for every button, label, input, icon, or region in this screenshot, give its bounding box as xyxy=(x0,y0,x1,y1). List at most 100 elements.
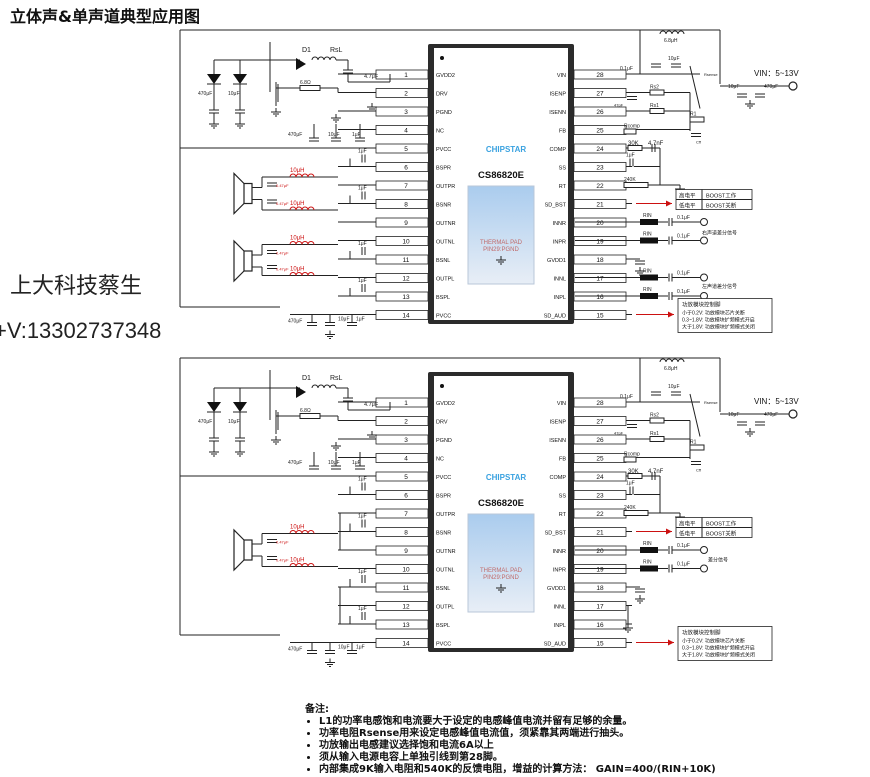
label: RsL xyxy=(330,375,343,382)
input-terminal xyxy=(700,273,708,282)
arrow-icon xyxy=(666,200,672,207)
chip-part-number: CS86820E xyxy=(478,170,524,181)
pin-box xyxy=(375,545,429,556)
watermark-name: 上大科技蔡生 xyxy=(10,274,143,299)
label: Rs2 xyxy=(650,413,659,419)
label: Rsense xyxy=(704,400,718,405)
pin-number: 14 xyxy=(402,641,410,648)
resistor xyxy=(640,274,658,281)
label: 0.1μF xyxy=(677,271,690,277)
pin-box xyxy=(375,143,429,154)
input-label: 右声道差分信号 xyxy=(702,230,737,237)
inductor xyxy=(289,206,315,211)
resistor xyxy=(640,565,658,572)
label: RIN xyxy=(643,232,652,238)
pin-number: 3 xyxy=(404,109,408,116)
vin-terminal xyxy=(788,81,798,91)
wire xyxy=(689,393,701,437)
pin-number: 17 xyxy=(596,276,604,283)
label: 30K xyxy=(628,469,639,475)
pin-number: 23 xyxy=(596,493,604,500)
inductor xyxy=(289,530,315,534)
pin-name: INPR xyxy=(553,240,566,246)
resistor xyxy=(299,85,321,91)
label: 1μF xyxy=(626,481,635,487)
pin-number: 21 xyxy=(596,530,604,537)
pin-box xyxy=(375,397,429,408)
resistor xyxy=(649,89,665,96)
pin-name: OUTPR xyxy=(436,184,455,190)
sd-aud-line: 0.3~1.8V: 功放模块扩频模式开启 xyxy=(682,317,755,324)
pin-name: RT xyxy=(559,184,567,190)
pin-number: 25 xyxy=(596,128,604,135)
label: 10μH xyxy=(290,525,304,531)
pin-number: 8 xyxy=(404,202,408,209)
pin-number: 15 xyxy=(596,313,604,320)
input-terminal xyxy=(700,218,708,226)
label: 240K xyxy=(624,505,636,511)
pin-name: BSNL xyxy=(436,586,450,592)
pin-number: 1 xyxy=(404,72,408,79)
label: 10μF xyxy=(668,56,680,62)
resistor xyxy=(649,436,665,442)
pin-number: 13 xyxy=(402,622,410,629)
label: 10μF xyxy=(328,460,340,466)
label: 10μH xyxy=(290,168,304,174)
speaker-icon xyxy=(243,182,253,205)
pin-name: COMP xyxy=(550,475,567,481)
pin-name: PVCC xyxy=(436,314,451,320)
inductor xyxy=(289,272,315,276)
resistor xyxy=(640,547,658,553)
input-terminal xyxy=(700,564,708,573)
note-item: 须从输入电源电容上单独引线到第28脚。 xyxy=(319,752,716,764)
pin-name: PVCC xyxy=(436,642,451,648)
label: RIN xyxy=(643,287,652,293)
label: 1μF xyxy=(358,514,367,520)
label: 0.1μF xyxy=(677,289,690,295)
thermal-pad xyxy=(467,185,535,285)
label: 10μH xyxy=(290,201,304,207)
sd-aud-line: 大于1.8V: 功放模块扩频模式关闭 xyxy=(682,324,755,331)
notes-list: L1的功率电感饱和电流要大于设定的电感峰值电流并留有足够的余量。 功率电阻Rse… xyxy=(305,716,716,776)
label: 1μF xyxy=(626,153,635,159)
pin-name: INNL xyxy=(553,277,566,283)
pin-number: 17 xyxy=(596,604,604,611)
resistor xyxy=(627,473,643,479)
sd-aud-line: 0.3~1.8V: 功放模块扩频模式开启 xyxy=(682,645,755,652)
label: 6.8Ω xyxy=(300,408,311,414)
diode-icon xyxy=(207,402,221,412)
pin-number: 5 xyxy=(404,474,408,481)
pin-number: 15 xyxy=(596,641,604,648)
sd-bst-low-desc: BOOST关断 xyxy=(706,530,737,538)
pin-box xyxy=(375,125,429,135)
pin-number: 3 xyxy=(404,437,408,444)
label: 470μF xyxy=(288,319,302,325)
speaker-cone-icon xyxy=(233,172,245,215)
sd-bst-low: 低电平 xyxy=(679,202,696,210)
thermal-pad-pin: PIN29:PGND xyxy=(483,575,519,581)
sd-bst-low-desc: BOOST关断 xyxy=(706,202,737,210)
pin-name: ISENN xyxy=(549,438,566,444)
pin-name: OUTPL xyxy=(436,277,454,283)
pin-number: 6 xyxy=(404,165,408,172)
pin-name: PGND xyxy=(436,110,452,116)
label: 0.47μF xyxy=(276,183,289,188)
sd-bst-low: 低电平 xyxy=(679,530,696,538)
vin-terminal xyxy=(788,409,798,419)
sd-aud-line: 大于1.8V: 功放模块扩频模式关闭 xyxy=(682,652,755,659)
resistor xyxy=(627,145,643,151)
label: 1μF xyxy=(356,317,365,323)
pin-name: SD_BST xyxy=(545,531,567,537)
inductor xyxy=(289,241,315,245)
pin-number: 24 xyxy=(596,146,604,153)
label: Rs1 xyxy=(650,431,659,437)
pin-number: 13 xyxy=(402,294,410,301)
resistor xyxy=(640,219,658,225)
pin-number: 28 xyxy=(596,72,604,79)
pin-number: 9 xyxy=(404,548,408,555)
label: Rs1 xyxy=(650,103,659,109)
label: RIN xyxy=(643,541,652,547)
label: 1μF xyxy=(358,606,367,612)
sd-aud-title: 功放模块控制脚 xyxy=(682,301,721,309)
